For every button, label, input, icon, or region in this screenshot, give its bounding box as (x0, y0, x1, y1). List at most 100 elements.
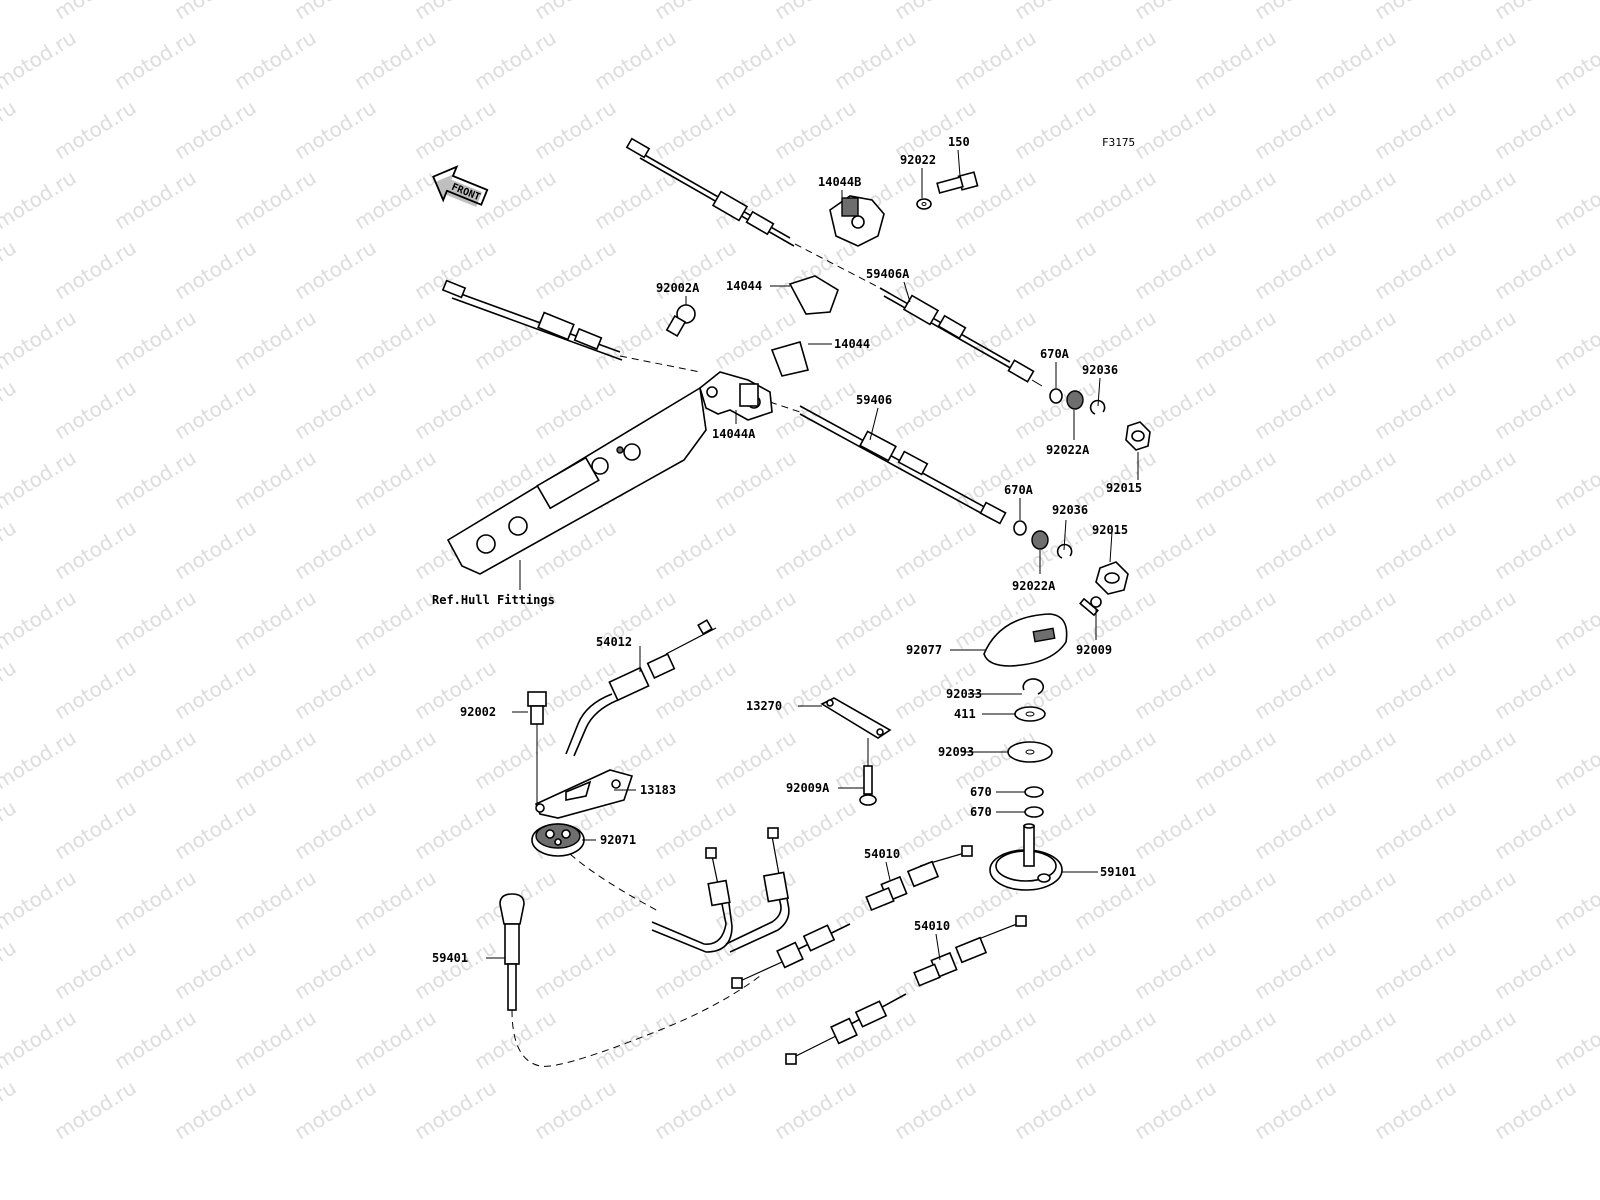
watermark-text: motod.ru (50, 655, 141, 724)
watermark-text: motod.ru (530, 95, 621, 164)
hull-panel (446, 386, 707, 575)
watermark-text: motod.ru (170, 655, 261, 724)
label-92009: 92009 (1076, 643, 1112, 657)
watermark-text: motod.ru (350, 1005, 441, 1074)
watermark-text: motod.ru (1490, 95, 1581, 164)
label-92071: 92071 (600, 833, 636, 847)
watermark-text: motod.ru (1550, 305, 1600, 374)
watermark-text: motod.ru (1430, 165, 1521, 234)
label-670a-2: 670A (1004, 483, 1034, 497)
watermark-text: motod.ru (1310, 1005, 1401, 1074)
watermark-text: motod.ru (530, 0, 621, 24)
watermark-text: motod.ru (770, 1075, 861, 1144)
watermark-text: motod.ru (770, 375, 861, 444)
watermark-text: motod.ru (1130, 95, 1221, 164)
watermark-text: motod.ru (890, 375, 981, 444)
watermark-text: motod.ru (1190, 725, 1281, 794)
label-59101: 59101 (1100, 865, 1136, 879)
watermark-text: motod.ru (1490, 655, 1581, 724)
watermark-text: motod.ru (1490, 235, 1581, 304)
watermark-text: motod.ru (170, 795, 261, 864)
watermark-text: motod.ru (1490, 515, 1581, 584)
watermark-text: motod.ru (290, 795, 381, 864)
watermark-text: motod.ru (1070, 1005, 1161, 1074)
watermark-text: motod.ru (1010, 1075, 1101, 1144)
figure-code: F3175 (1102, 136, 1135, 149)
cable-54010-d (785, 993, 907, 1065)
watermark-text: motod.ru (1130, 655, 1221, 724)
watermark-text: motod.ru (1250, 1075, 1341, 1144)
watermark-text: motod.ru (230, 585, 321, 654)
watermark-text: motod.ru (890, 1075, 981, 1144)
watermark-text: motod.ru (710, 445, 801, 514)
watermark-text: motod.ru (0, 165, 80, 234)
watermark-text: motod.ru (1250, 795, 1341, 864)
label-13183: 13183 (640, 783, 676, 797)
watermark-text: motod.ru (110, 305, 201, 374)
watermark-text: motod.ru (1070, 25, 1161, 94)
watermark-text: motod.ru (290, 935, 381, 1004)
watermark-text: motod.ru (350, 865, 441, 934)
watermark-text: motod.ru (1130, 795, 1221, 864)
watermark-text: motod.ru (1010, 95, 1101, 164)
watermark-text: motod.ru (1370, 235, 1461, 304)
watermark-text: motod.ru (650, 795, 741, 864)
watermark-text: motod.ru (50, 95, 141, 164)
watermark-text: motod.ru (50, 515, 141, 584)
watermark-text: motod.ru (50, 235, 141, 304)
watermark-text: motod.ru (50, 375, 141, 444)
label-670-1: 670 (970, 785, 992, 799)
watermark-text: motod.ru (170, 0, 261, 24)
watermark-text: motod.ru (110, 725, 201, 794)
watermark-text: motod.ru (410, 1075, 501, 1144)
cable-59406 (441, 279, 1007, 525)
bolt-92002a-icon (665, 304, 696, 338)
watermark-text: motod.ru (650, 0, 741, 24)
watermark-text: motod.ru (1370, 1075, 1461, 1144)
label-92015-2: 92015 (1092, 523, 1128, 537)
watermark-text: motod.ru (1370, 375, 1461, 444)
watermark-text: motod.ru (1250, 0, 1341, 24)
part-labels: 14044B 92022 150 92002A 14044 14044 5940… (432, 135, 1142, 965)
watermark-text: motod.ru (290, 95, 381, 164)
watermark-text: motod.ru (830, 25, 921, 94)
watermark-text: motod.ru (650, 95, 741, 164)
watermark-text: motod.ru (890, 0, 981, 24)
watermark-text: motod.ru (710, 25, 801, 94)
watermark-text: motod.ru (0, 0, 20, 24)
watermark-text: motod.ru (950, 305, 1041, 374)
watermark-text: motod.ru (1190, 1005, 1281, 1074)
watermark-text: motod.ru (170, 515, 261, 584)
watermark-text: motod.ru (470, 725, 561, 794)
watermark-text: motod.ru (1190, 585, 1281, 654)
watermark-text: motod.ru (110, 865, 201, 934)
watermark-text: motod.ru (170, 1075, 261, 1144)
bolt-92002-icon (527, 691, 547, 725)
label-59401: 59401 (432, 951, 468, 965)
watermark-text: motod.ru (0, 795, 20, 864)
watermark-text: motod.ru (1310, 25, 1401, 94)
hardware-stack-lower (1013, 520, 1129, 595)
watermark-text: motod.ru (110, 1005, 201, 1074)
watermark-text: motod.ru (1370, 0, 1461, 24)
label-54010-2: 54010 (914, 919, 950, 933)
watermark-text: motod.ru (1490, 1075, 1581, 1144)
bracket-14044b (829, 195, 885, 247)
label-14044-mid: 14044 (834, 337, 870, 351)
watermark-text: motod.ru (1190, 305, 1281, 374)
housing-59101 (989, 823, 1063, 891)
clamp-14044-mid (770, 341, 810, 377)
bracket-14044a (699, 371, 773, 421)
label-59406: 59406 (856, 393, 892, 407)
watermark-text: motod.ru (710, 585, 801, 654)
watermark-text: motod.ru (170, 935, 261, 1004)
watermark-text: motod.ru (1550, 725, 1600, 794)
watermark-text: motod.ru (1190, 25, 1281, 94)
watermark-text: motod.ru (1010, 375, 1101, 444)
watermark-text: motod.ru (1250, 515, 1341, 584)
watermark-text: motod.ru (170, 95, 261, 164)
watermark-text: motod.ru (1130, 935, 1221, 1004)
watermark-text: motod.ru (1550, 25, 1600, 94)
